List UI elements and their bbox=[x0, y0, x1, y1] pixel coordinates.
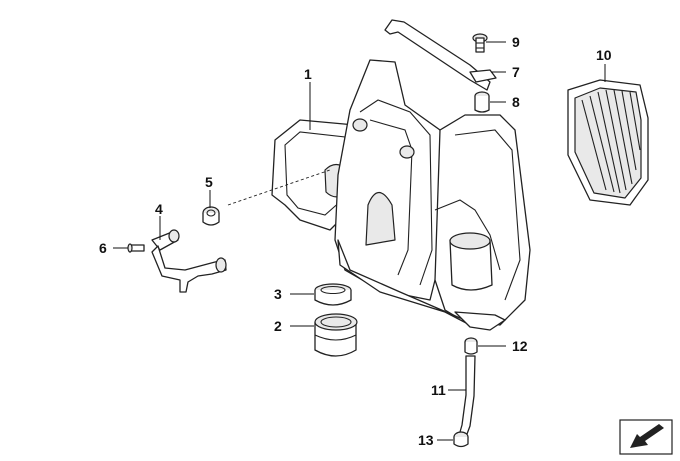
small-screw bbox=[127, 243, 145, 253]
callout-3: 3 bbox=[274, 286, 282, 302]
callout-12: 12 bbox=[512, 338, 528, 354]
filter-element bbox=[567, 79, 649, 206]
leader-lines bbox=[113, 41, 606, 441]
callout-11: 11 bbox=[431, 382, 446, 398]
vent-hose bbox=[151, 229, 227, 293]
hose-end-cap bbox=[453, 431, 469, 448]
drain-hose bbox=[459, 355, 476, 435]
rubber-grommet bbox=[202, 206, 220, 226]
callout-4: 4 bbox=[155, 201, 163, 217]
drain-valve bbox=[464, 337, 478, 355]
callout-1: 1 bbox=[304, 66, 312, 82]
callout-7: 7 bbox=[512, 64, 520, 80]
mounting-bracket bbox=[384, 19, 497, 91]
screw bbox=[472, 33, 488, 53]
callout-5: 5 bbox=[205, 174, 213, 190]
hose-clamp bbox=[314, 283, 352, 306]
grommet bbox=[474, 91, 490, 113]
callout-13: 13 bbox=[418, 432, 434, 448]
callout-9: 9 bbox=[512, 34, 520, 50]
arrow-down-left-icon[interactable] bbox=[619, 419, 673, 455]
callout-6: 6 bbox=[99, 240, 107, 256]
intake-sleeve bbox=[314, 313, 358, 357]
callout-10: 10 bbox=[596, 47, 612, 63]
air-filter-housing bbox=[227, 59, 531, 331]
callout-8: 8 bbox=[512, 94, 520, 110]
callout-2: 2 bbox=[274, 318, 282, 334]
callout-labels: 1 2 3 4 5 6 7 8 9 10 11 12 13 bbox=[99, 34, 612, 448]
